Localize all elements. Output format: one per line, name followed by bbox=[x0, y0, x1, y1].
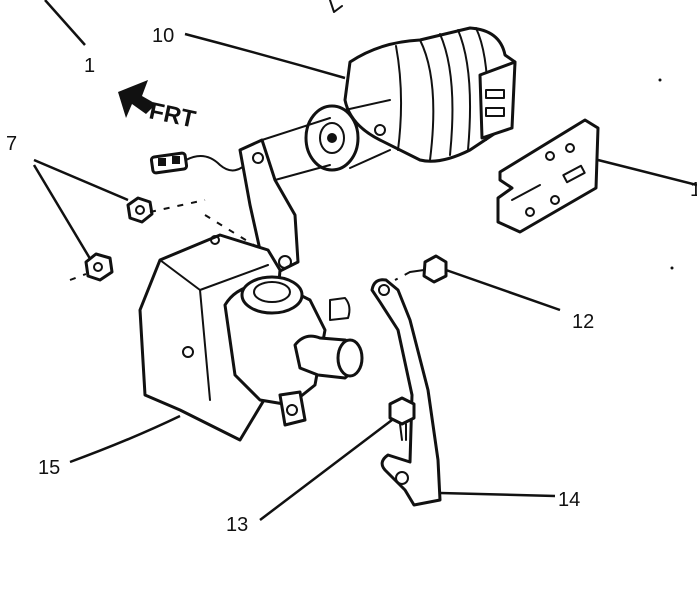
front-direction-label: FRT bbox=[147, 97, 199, 133]
leader-line-7b bbox=[32, 164, 94, 263]
leader-line-12 bbox=[445, 268, 561, 312]
front-arrow-icon bbox=[118, 80, 156, 118]
leader-line-7a bbox=[33, 158, 129, 202]
leader-line-14 bbox=[439, 491, 556, 498]
brace-14 bbox=[370, 278, 442, 507]
callout-right: 1 bbox=[690, 179, 697, 201]
wire-harness bbox=[149, 151, 251, 175]
stud-line-lower bbox=[69, 273, 87, 281]
front-direction-indicator: FRT bbox=[118, 80, 198, 134]
leader-line-right bbox=[597, 158, 697, 187]
mounting-bracket bbox=[204, 117, 331, 274]
top-fragment-mark bbox=[329, 0, 343, 13]
leader-line-10 bbox=[184, 32, 346, 80]
callout-13: 13 bbox=[226, 514, 248, 536]
leader-line-1 bbox=[44, 0, 86, 46]
callout-7: 7 bbox=[6, 133, 17, 155]
callout-10: 10 bbox=[152, 25, 174, 47]
callout-1: 1 bbox=[84, 55, 95, 77]
speck bbox=[658, 78, 662, 82]
bolt-12 bbox=[394, 254, 448, 284]
callout-14: 14 bbox=[558, 489, 580, 511]
bolt-13 bbox=[388, 396, 416, 441]
callout-15: 15 bbox=[38, 457, 60, 479]
speck bbox=[670, 266, 674, 270]
diverter-valve-assembly bbox=[138, 233, 364, 442]
nut-lower bbox=[84, 252, 114, 282]
stud-line-upper bbox=[149, 199, 206, 213]
leader-line-13 bbox=[259, 419, 393, 521]
leader-line-15 bbox=[69, 414, 181, 464]
air-pump-assembly bbox=[304, 26, 517, 172]
nut-upper bbox=[126, 196, 154, 224]
callout-12: 12 bbox=[572, 311, 594, 333]
mounting-plate bbox=[496, 118, 600, 234]
